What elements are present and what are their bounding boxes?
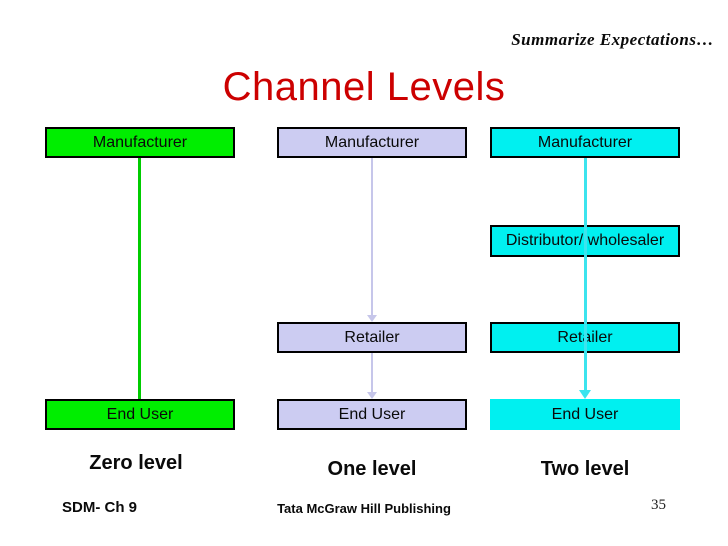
box-enduser-two-level: End User: [490, 399, 680, 430]
footer-publisher: Tata McGraw Hill Publishing: [277, 501, 451, 516]
arrow-shaft: [371, 158, 373, 315]
footer-course: SDM- Ch 9: [62, 499, 137, 516]
box-manufacturer-zero-level: Manufacturer: [45, 127, 235, 158]
footer-page-number: 35: [651, 497, 666, 513]
arrowhead: [579, 390, 591, 399]
label-one-level: One level: [327, 458, 417, 480]
page-title: Channel Levels: [222, 65, 506, 109]
connector-shaft: [138, 158, 141, 399]
slide-header-note: Summarize Expectations…: [511, 30, 714, 49]
box-retailer-one-level: Retailer: [277, 322, 467, 353]
arrowhead: [367, 315, 377, 322]
arrowhead: [367, 392, 377, 399]
box-manufacturer-two-level: Manufacturer: [490, 127, 680, 158]
arrow-shaft: [371, 353, 373, 392]
box-manufacturer-one-level: Manufacturer: [277, 127, 467, 158]
label-zero-level: Zero level: [89, 452, 183, 474]
arrow-shaft: [584, 158, 587, 390]
box-enduser-zero-level: End User: [45, 399, 235, 430]
box-enduser-one-level: End User: [277, 399, 467, 430]
label-two-level: Two level: [540, 458, 630, 480]
